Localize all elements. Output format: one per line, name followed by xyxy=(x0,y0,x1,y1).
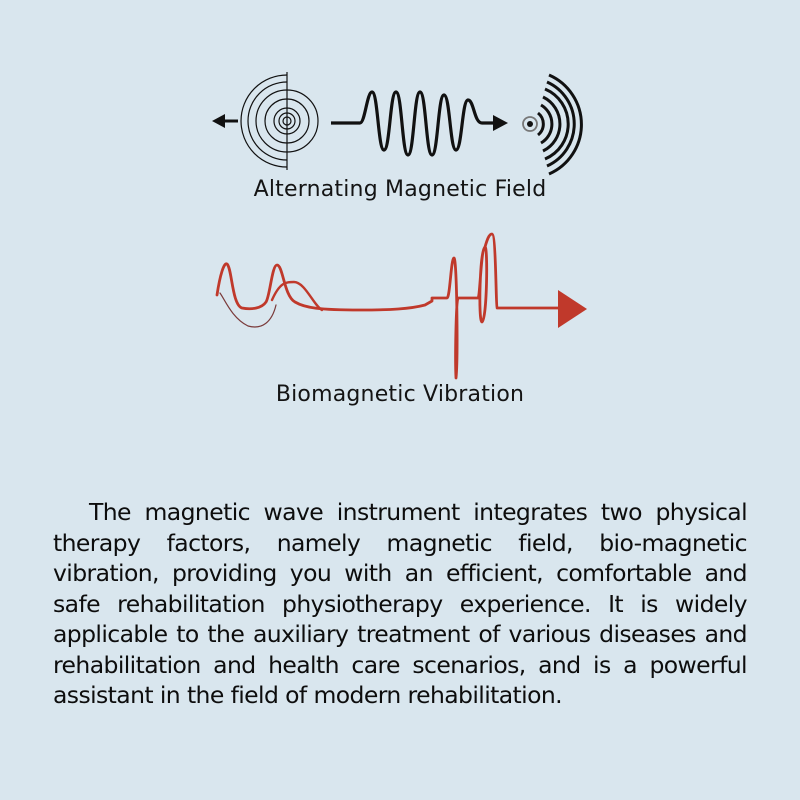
alternating-magnetic-field-label: Alternating Magnetic Field xyxy=(253,177,547,202)
left-arrow-icon xyxy=(212,114,238,128)
sine-wave-icon xyxy=(331,90,494,157)
right-arrow-icon xyxy=(493,115,508,131)
biomagnetic-vibration-label: Biomagnetic Vibration xyxy=(275,382,525,407)
concentric-circles-icon xyxy=(240,72,319,170)
signal-waves-icon xyxy=(522,73,583,176)
red-arrowhead-icon xyxy=(558,290,587,328)
bio-waveform-icon xyxy=(215,232,562,380)
description-paragraph: The magnetic wave instrument integrates … xyxy=(53,498,748,709)
